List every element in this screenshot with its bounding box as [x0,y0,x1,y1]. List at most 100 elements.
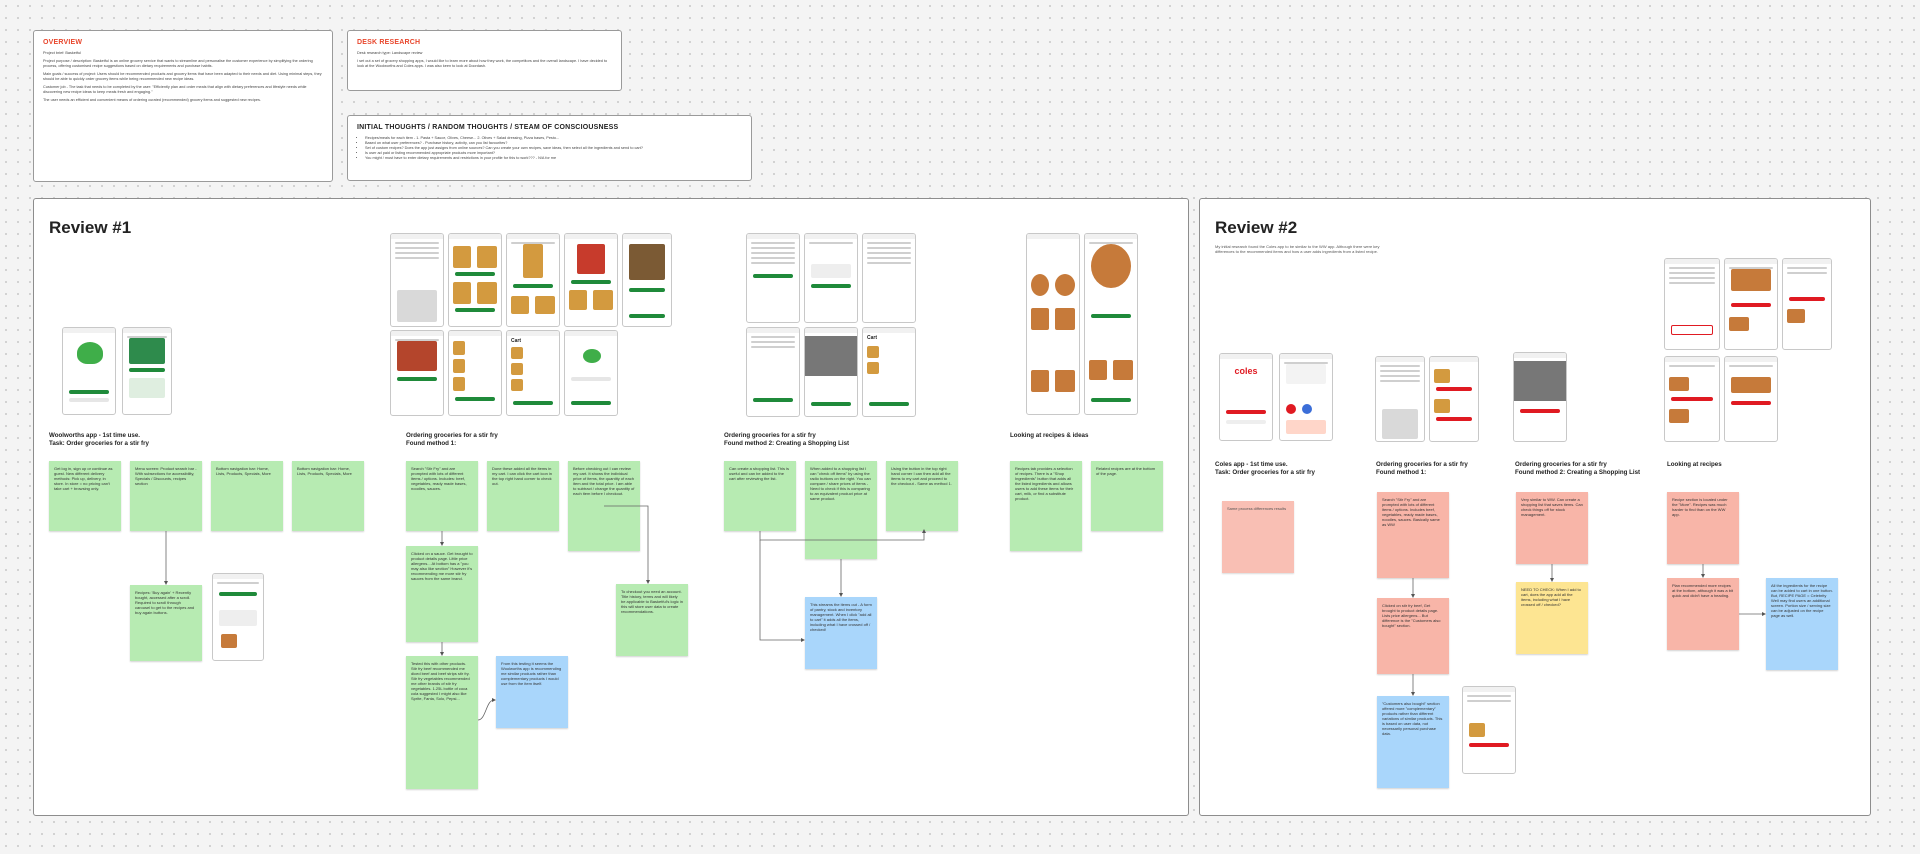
thought-item: Set of custom recipes? Does the app just… [365,146,742,151]
sticky-note[interactable]: Menu screen: Product search bar - With s… [130,461,202,531]
my-shopping-list-screen[interactable] [862,233,916,323]
sticky-note[interactable]: Bottom navigation bar: Home, Lists, Prod… [211,461,283,531]
coles-logo-icon: coles [1234,366,1258,376]
column-heading: Woolworths app - 1st time use. [49,432,140,439]
sticky-note[interactable]: Tested this with other products. Stir fr… [406,656,478,789]
list-cart-screen[interactable]: Cart [862,327,916,417]
recipe-detail-screen[interactable] [1084,233,1138,415]
woolworths-home-screen[interactable] [122,327,172,415]
sticky-note[interactable]: All the ingredients for the recipe can b… [1766,578,1838,670]
overview-card[interactable]: OVERVIEW Project brief: Basketful Projec… [33,30,333,182]
cart-label: Cart [867,335,878,341]
thought-item: Based on what user preferences? - Purcha… [365,141,742,146]
coles-home-screen[interactable] [1279,353,1333,441]
sticky-note[interactable]: Clicked on a sauce. Get brought to produ… [406,546,478,642]
coles-recipe-screen[interactable] [1724,258,1778,350]
sticky-note[interactable]: Plan recommended more recipes at the bot… [1667,578,1739,650]
sticky-note[interactable]: Recipes: 'Buy again' + Recently bought, … [130,585,202,661]
account-screen[interactable] [564,330,618,416]
sticky-text: Search "Stir Fry" and are prompted with … [411,466,467,491]
sticky-note[interactable]: Bottom navigation bar: Home, Lists, Prod… [292,461,364,531]
column-subheading: Found method 2: Creating a Shopping List [724,440,850,447]
sticky-note[interactable]: Before checking out I can review my cart… [568,461,640,551]
sticky-note[interactable]: Search "Stir Fry" and are prompted with … [406,461,478,531]
you-may-also-like-screen[interactable] [564,233,618,327]
shopping-list-item-screen[interactable] [804,233,858,323]
sticky-note[interactable]: This streams the items out - A form of p… [805,597,877,669]
sticky-note[interactable]: From this testing it seems the Woolworth… [496,656,568,728]
overview-line: The user needs an efficient and convenie… [43,98,261,102]
search-screen[interactable] [390,233,444,327]
sticky-note[interactable]: Same process differences results [1222,501,1294,573]
sticky-text: Can create a shopping list. This is usef… [729,466,789,481]
list-overlay-screen[interactable] [804,327,858,417]
sticky-note[interactable]: Clicked on stir fry beef, Get brought to… [1377,598,1449,674]
initial-thoughts-title: INITIAL THOUGHTS / RANDOM THOUGHTS / STE… [357,124,619,131]
product-large-screen[interactable] [622,233,672,327]
sticky-note[interactable]: Done these added all the items in my car… [487,461,559,531]
product-details-screen[interactable] [506,233,560,327]
woolworths-welcome-screen[interactable] [62,327,116,415]
sticky-note[interactable]: Related recipes are at the bottom of the… [1091,461,1163,531]
sticky-note[interactable]: Recipe section is located under the "Mor… [1667,492,1739,564]
review-1-column-title: Looking at recipes & ideas [1010,432,1088,440]
coles-recipe-list-screen-2[interactable] [1724,356,1778,442]
review-2-title: Review #2 [1215,218,1298,237]
coles-product-screen[interactable] [1513,352,1567,442]
sticky-text: Bottom navigation bar: Home, Lists, Prod… [216,466,271,476]
search-results-screen-2[interactable] [390,330,444,416]
coles-more-screen[interactable] [1664,258,1720,350]
review-2-intro: My initial research found the Coles app … [1215,244,1380,254]
coles-recipe-detail-screen[interactable] [1782,258,1832,350]
sticky-note[interactable]: To checkout you need an account. Title h… [616,584,688,656]
column-subheading: Found method 1: [1376,469,1427,476]
sticky-note[interactable]: Using the button in the top right hand c… [886,461,958,531]
coles-welcome-screen[interactable]: coles [1219,353,1273,441]
sticky-note[interactable]: Get log in, sign up or continue as guest… [49,461,121,531]
coles-customers-also-bought-screen[interactable] [1462,686,1516,774]
sticky-text: "Customers also bought" section offered … [1382,701,1443,736]
sticky-text: Same process differences results [1227,506,1287,511]
sticky-note[interactable]: "Customers also bought" section offered … [1377,696,1449,788]
review-1-column-title: Woolworths app - 1st time use. Task: Ord… [49,432,149,448]
shopping-list-screen[interactable] [746,233,800,323]
column-heading: Coles app - 1st time use. [1215,461,1288,468]
coles-recipe-list-screen[interactable] [1664,356,1720,442]
recipes-carousel-screen[interactable] [212,573,264,661]
coles-results-screen[interactable] [1429,356,1479,442]
sticky-text: Very similar to WW. Can create a shoppin… [1521,497,1583,517]
sticky-note[interactable]: Can create a shopping list. This is usef… [724,461,796,531]
column-subheading: Task: Order groceries for a stir fry [1215,469,1315,476]
sticky-note[interactable]: Recipes tab provides a selection of reci… [1010,461,1082,551]
column-heading: Ordering groceries for a stir fry [1376,461,1468,468]
overview-line: Project brief: Basketful [43,51,81,55]
sticky-text: When added to a shopping list I can "che… [810,466,871,501]
column-heading: Looking at recipes [1667,461,1722,468]
list-check-off-screen[interactable] [746,327,800,417]
desk-research-card[interactable]: DESK RESEARCH Desk research type: Landsc… [347,30,622,91]
desk-research-line: Desk research type: Landscape review [357,51,423,55]
sticky-note[interactable]: When added to a shopping list I can "che… [805,461,877,559]
sticky-text: Recipe section is located under the "Mor… [1672,497,1728,517]
thought-item: Recipes/meals for each item - 1. Pasta +… [365,136,742,141]
sticky-text: Search "Stir Fry" and are prompted with … [1382,497,1440,527]
initial-thoughts-card[interactable]: INITIAL THOUGHTS / RANDOM THOUGHTS / STE… [347,115,752,181]
woolworths-logo-icon [583,349,601,363]
search-results-screen[interactable] [448,233,502,327]
sticky-text: Related recipes are at the bottom of the… [1096,466,1156,476]
sticky-text: Menu screen: Product search bar - With s… [135,466,197,486]
sticky-text: To checkout you need an account. Title h… [621,589,683,614]
review-1-title: Review #1 [49,218,132,237]
woolworths-logo-icon [77,342,103,364]
review-2-column-title: Ordering groceries for a stir fry Found … [1515,461,1640,477]
sticky-note[interactable]: Very similar to WW. Can create a shoppin… [1516,492,1588,564]
sticky-text: Recipes: 'Buy again' + Recently bought, … [135,590,195,615]
cart-screen[interactable] [448,330,502,416]
cart-review-screen[interactable]: Cart [506,330,560,416]
review-2-column-title: Coles app - 1st time use. Task: Order gr… [1215,461,1315,477]
sticky-note[interactable]: Search "Stir Fry" and are prompted with … [1377,492,1449,578]
coles-search-screen[interactable] [1375,356,1425,442]
review-2-column-title: Ordering groceries for a stir fry Found … [1376,461,1468,477]
recipes-list-screen[interactable] [1026,233,1080,415]
sticky-note[interactable]: NEED TO CHECK: When I add to cart, does … [1516,582,1588,654]
